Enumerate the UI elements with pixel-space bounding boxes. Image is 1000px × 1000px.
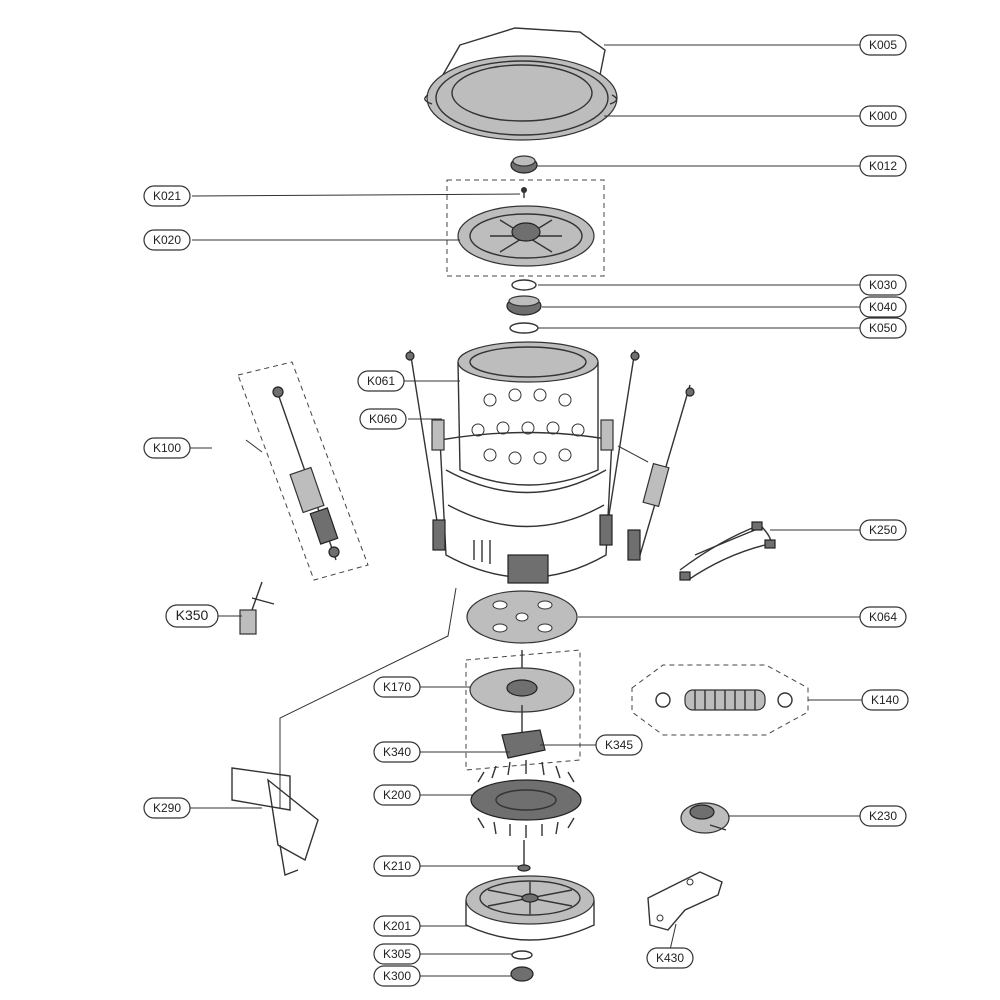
callout-label: K170 — [383, 680, 411, 694]
callout-label: K040 — [869, 300, 897, 314]
basket-holes — [471, 388, 585, 465]
pump-part — [680, 802, 730, 834]
callout-label: K230 — [869, 809, 897, 823]
callout-label: K005 — [869, 38, 897, 52]
callout-k000: K000 — [859, 105, 907, 127]
callout-k210: K210 — [373, 855, 421, 877]
callout-k350: K350 — [165, 604, 219, 628]
clutch-assembly-part — [469, 650, 575, 759]
callout-label: K050 — [869, 321, 897, 335]
washer-nut-stack — [506, 279, 542, 334]
callout-k061: K061 — [357, 370, 405, 392]
callout-label: K100 — [153, 441, 181, 455]
callout-k005: K005 — [859, 34, 907, 56]
callout-k430: K430 — [646, 947, 694, 969]
callout-k020: K020 — [143, 229, 191, 251]
rotor-part — [465, 875, 595, 941]
bolt-part — [517, 840, 531, 872]
callout-k305: K305 — [373, 943, 421, 965]
drain-hose-part — [655, 689, 793, 711]
callout-label: K012 — [869, 159, 897, 173]
tub-cover-part — [424, 27, 618, 141]
callout-label: K430 — [656, 951, 684, 965]
sensor-part — [239, 581, 275, 635]
callout-k345: K345 — [595, 734, 643, 756]
callout-k290: K290 — [143, 797, 191, 819]
callout-label: K340 — [383, 745, 411, 759]
callout-label: K201 — [383, 919, 411, 933]
outer-tub-part — [439, 431, 613, 584]
pulsator-part — [457, 187, 595, 267]
callout-k340: K340 — [373, 741, 421, 763]
leader-lines — [190, 44, 862, 977]
callout-label: K021 — [153, 189, 181, 203]
callout-k060: K060 — [359, 408, 407, 430]
callout-k012: K012 — [859, 155, 907, 177]
callout-label: K290 — [153, 801, 181, 815]
callout-k300: K300 — [373, 965, 421, 987]
callout-k040: K040 — [859, 296, 907, 318]
callout-k021: K021 — [143, 185, 191, 207]
callout-label: K060 — [369, 412, 397, 426]
callout-label: K345 — [605, 738, 633, 752]
stator-part — [470, 760, 582, 838]
callout-label: K061 — [367, 374, 395, 388]
callout-label: K305 — [383, 947, 411, 961]
callout-k064: K064 — [859, 606, 907, 628]
callout-k201: K201 — [373, 915, 421, 937]
callout-k140: K140 — [861, 689, 909, 711]
callout-label: K200 — [383, 788, 411, 802]
bracket-part — [231, 767, 319, 876]
washer-nut-bottom — [510, 950, 534, 982]
callout-k250: K250 — [859, 519, 907, 541]
callout-k050: K050 — [859, 317, 907, 339]
callout-label: K350 — [176, 607, 209, 623]
callout-label: K064 — [869, 610, 897, 624]
suspension-rod-part — [272, 386, 340, 561]
callout-k170: K170 — [373, 676, 421, 698]
callout-k030: K030 — [859, 274, 907, 296]
callout-k200: K200 — [373, 784, 421, 806]
callout-label: K250 — [869, 523, 897, 537]
flange-plate-part — [466, 590, 578, 644]
callout-label: K300 — [383, 969, 411, 983]
callout-label: K020 — [153, 233, 181, 247]
callout-label: K000 — [869, 109, 897, 123]
cap-part — [510, 155, 538, 174]
callout-label: K030 — [869, 278, 897, 292]
callout-k230: K230 — [859, 805, 907, 827]
mounting-plate-part — [647, 871, 723, 931]
spin-basket-part — [457, 341, 599, 486]
callout-label: K140 — [871, 693, 899, 707]
wire-harness-part — [679, 521, 776, 581]
callout-label: K210 — [383, 859, 411, 873]
callout-k100: K100 — [143, 437, 191, 459]
suspension-rods — [405, 349, 695, 561]
